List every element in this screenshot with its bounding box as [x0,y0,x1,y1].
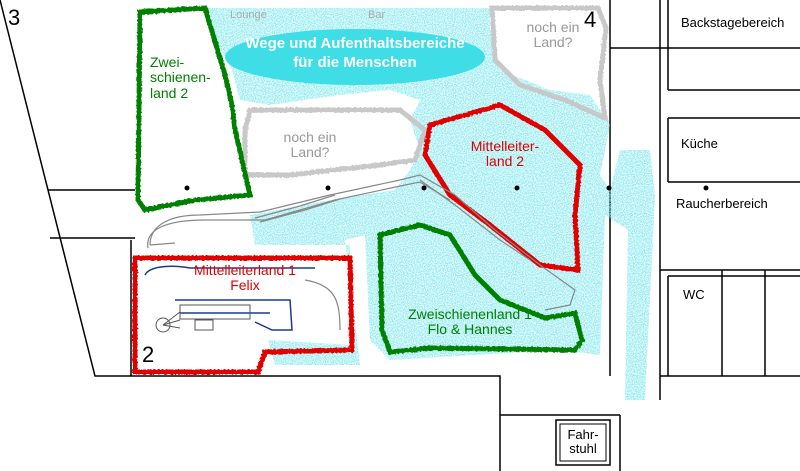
fahrstuhl-line2: stuhl [569,441,597,457]
blue-tracks [144,265,315,331]
bar-label: Bar [368,9,386,21]
corner-number-2: 2 [142,342,155,367]
tracks [147,174,576,331]
mittelleiterland1-line2: Felix [230,277,260,294]
station-block [155,304,251,333]
people-area-line1: Wege und Aufenthaltsbereiche [245,35,465,52]
people-paths [205,8,655,400]
room-raucher: Raucherbereich [676,196,768,211]
fahrstuhl-line1: Fahr- [567,427,599,442]
corner-number-4: 4 [584,7,597,32]
mittelleiterland2-label: Mittelleiter- land 2 [455,138,555,170]
noch-ein-land-center-label: noch ein Land? [270,129,350,161]
mittelleiterland1-line1: Mittelleiterland 1 [194,262,296,278]
room-fahrstuhl: Fahr- stuhl [560,427,606,457]
zweischienenland2-label: Zwei- schienen- land 2 [150,54,211,101]
mittelleiterland2-line1: Mittelleiter- [470,138,540,154]
corner-number-3: 3 [8,5,21,30]
mittelleiterland2-line2: land 2 [485,153,525,170]
noch-ein-land-top-right-line2: Land? [533,34,573,51]
zweischienenland1-line1: Zweischienenland 1 [408,306,532,322]
elevator-box [555,419,611,466]
noch-ein-land-top-right-line1: noch ein [526,19,580,35]
room-backstage: Backstagebereich [681,15,785,30]
noch-ein-land-center-line2: Land? [290,144,330,161]
room-wc: WC [683,287,705,302]
zweischienenland2-line2: schienen- [150,69,211,86]
room-kueche: Küche [681,136,718,151]
people-area-line2: für die Menschen [293,53,417,71]
noch-ein-land-center-line1: noch ein [283,129,337,145]
pillar-dots [184,185,709,191]
mittelleiterland1-label: Mittelleiterland 1 Felix [175,262,315,294]
zweischienenland2-line1: Zwei- [150,54,185,70]
people-area-label: Wege und Aufenthaltsbereiche für die Men… [225,35,485,71]
zweischienenland1-line2: Flo & Hannes [427,321,513,338]
zweischienenland2-line3: land 2 [150,84,189,101]
red-lands [132,102,583,375]
lounge-label: Lounge [230,9,267,21]
grey-lands [242,5,609,178]
people-area-blob [225,29,485,85]
green-lands [135,5,585,355]
noch-ein-land-top-right-label: noch ein Land? [513,19,593,51]
zweischienenland1-label: Zweischienenland 1 Flo & Hannes [390,306,550,338]
